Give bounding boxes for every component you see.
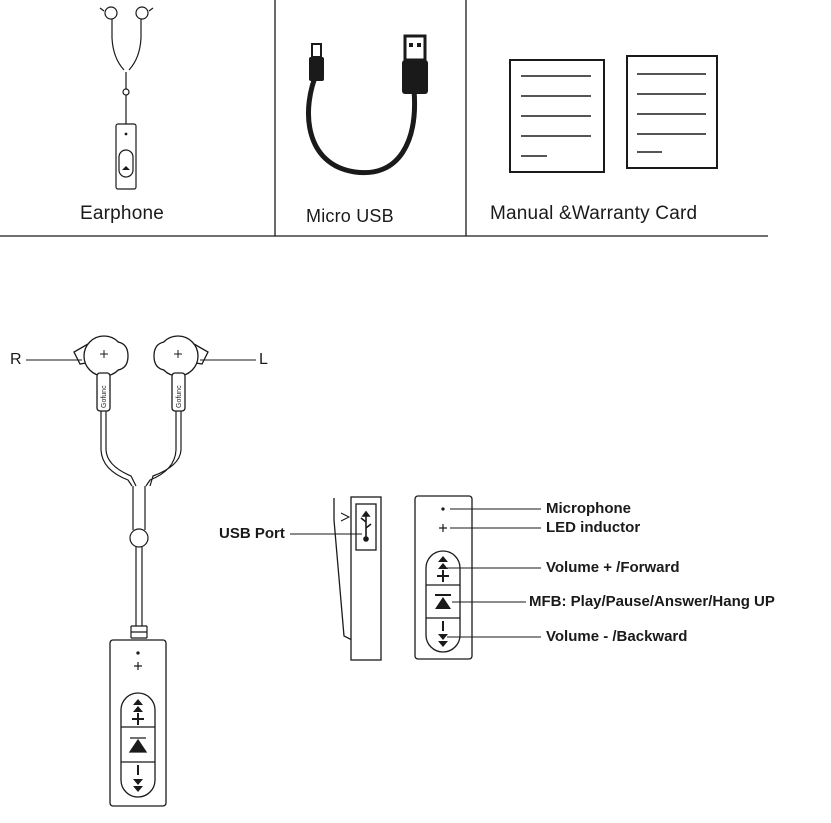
led-callout: LED inductor xyxy=(546,519,640,536)
microphone-callout: Microphone xyxy=(546,500,631,517)
manual-warranty-cards xyxy=(510,56,717,172)
left-earbud-brand: Gofunc xyxy=(176,385,183,408)
remote-control-front xyxy=(110,640,166,806)
usb-port-callout: USB Port xyxy=(219,525,285,542)
y-cable xyxy=(101,411,181,638)
micro-usb-cable xyxy=(308,36,428,173)
micro-usb-label: Micro USB xyxy=(306,206,394,227)
right-earbud-brand: Gofunc xyxy=(101,385,108,408)
left-side-label: L xyxy=(259,351,268,369)
volume-down-callout: Volume - /Backward xyxy=(546,628,687,645)
manual-warranty-label: Manual &Warranty Card xyxy=(490,203,697,225)
volume-up-callout: Volume + /Forward xyxy=(546,559,680,576)
right-side-label: R xyxy=(10,351,22,369)
earphone-thumbnail xyxy=(100,7,153,189)
earphone-label: Earphone xyxy=(80,203,164,225)
mfb-callout: MFB: Play/Pause/Answer/Hang UP xyxy=(529,593,775,610)
remote-clip-side-view xyxy=(334,497,381,660)
